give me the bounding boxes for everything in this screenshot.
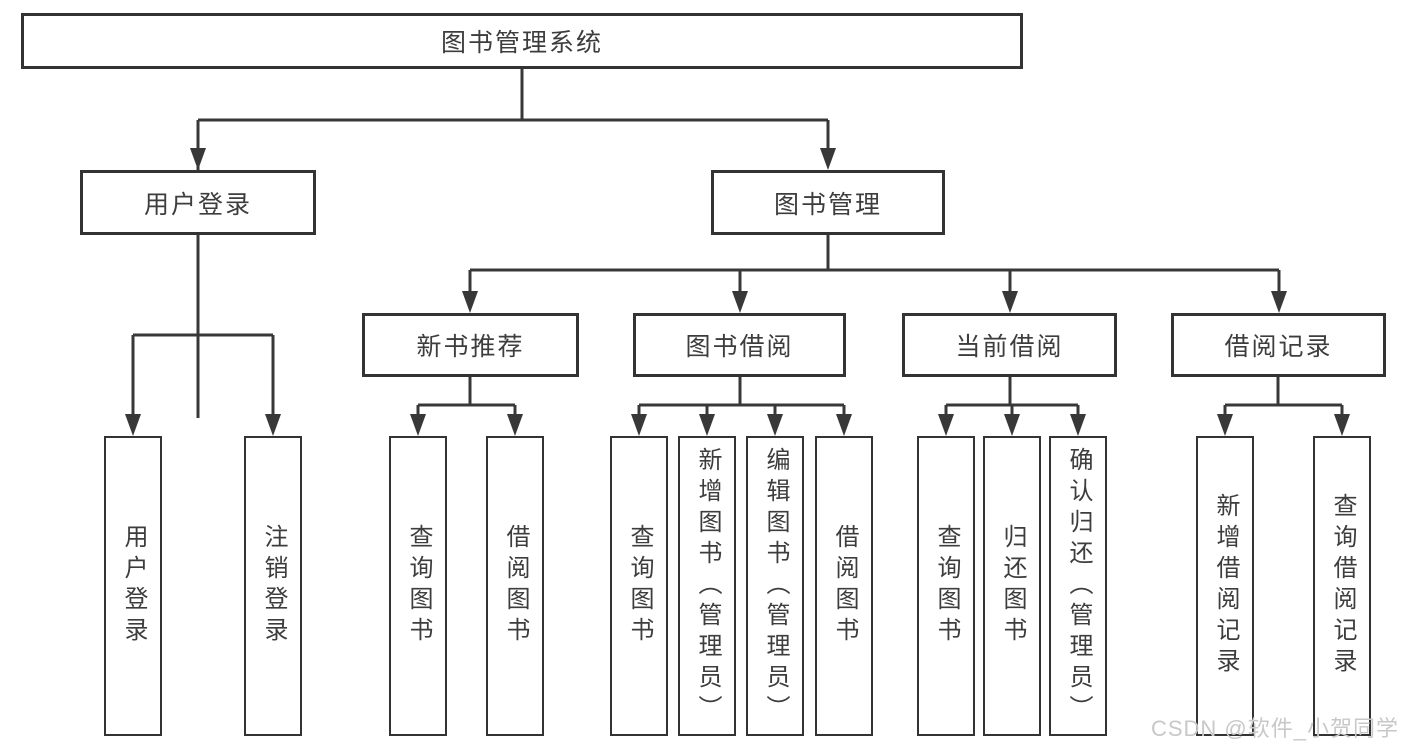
leaf-add-books-admin: 新增图书（管理员） (678, 436, 736, 736)
arrowhead (820, 148, 836, 170)
arrowhead (699, 414, 715, 436)
node-borrowing-records: 借阅记录 (1171, 313, 1386, 377)
leaf-query-books-current: 查询图书 (917, 436, 975, 736)
leaf-logout: 注销登录 (244, 436, 302, 736)
arrowheads (125, 148, 1350, 436)
connector-newrec-to-leaves (416, 377, 517, 418)
connector-records-to-leaves (1223, 377, 1344, 418)
leaf-query-borrow-record: 查询借阅记录 (1313, 436, 1371, 736)
leaf-query-books-borrow: 查询图书 (610, 436, 668, 736)
arrowhead (938, 414, 954, 436)
node-book-borrowing: 图书借阅 (633, 313, 846, 377)
leaf-confirm-return-admin: 确认归还（管理员） (1049, 436, 1107, 736)
arrowhead (1334, 414, 1350, 436)
node-root-system: 图书管理系统 (21, 13, 1023, 69)
arrowhead (125, 414, 141, 436)
node-new-book-recommend: 新书推荐 (362, 313, 579, 377)
arrowhead (1070, 414, 1086, 436)
leaf-borrow-books: 借阅图书 (815, 436, 873, 736)
node-book-management-branch: 图书管理 (711, 170, 945, 235)
leaf-user-login: 用户登录 (104, 436, 162, 736)
connector-root-to-level2 (196, 69, 830, 418)
connector-current-to-leaves (944, 377, 1080, 418)
arrowhead (507, 414, 523, 436)
leaf-query-books-recommend: 查询图书 (389, 436, 447, 736)
arrowhead (631, 414, 647, 436)
connector-bookmgmt-to-level3 (468, 235, 1281, 295)
arrowhead (1271, 291, 1287, 313)
arrowhead (190, 148, 206, 170)
arrowhead (1002, 291, 1018, 313)
arrowhead (410, 414, 426, 436)
arrowhead (836, 414, 852, 436)
arrowhead (1004, 414, 1020, 436)
leaf-borrow-books-recommend: 借阅图书 (486, 436, 544, 736)
leaf-return-books: 归还图书 (983, 436, 1041, 736)
arrowhead (1217, 414, 1233, 436)
csdn-watermark: CSDN @软件_小贺同学 (1150, 716, 1399, 741)
connector-userlogin-to-leaves (131, 235, 275, 418)
arrowhead (732, 291, 748, 313)
node-current-borrowing: 当前借阅 (902, 313, 1117, 377)
connector-borrow-to-leaves (637, 377, 846, 418)
arrowhead (265, 414, 281, 436)
arrowhead (767, 414, 783, 436)
arrowhead (462, 291, 478, 313)
node-user-login-branch: 用户登录 (80, 170, 316, 235)
leaf-add-borrow-record: 新增借阅记录 (1196, 436, 1254, 736)
leaf-edit-books-admin: 编辑图书（管理员） (746, 436, 804, 736)
